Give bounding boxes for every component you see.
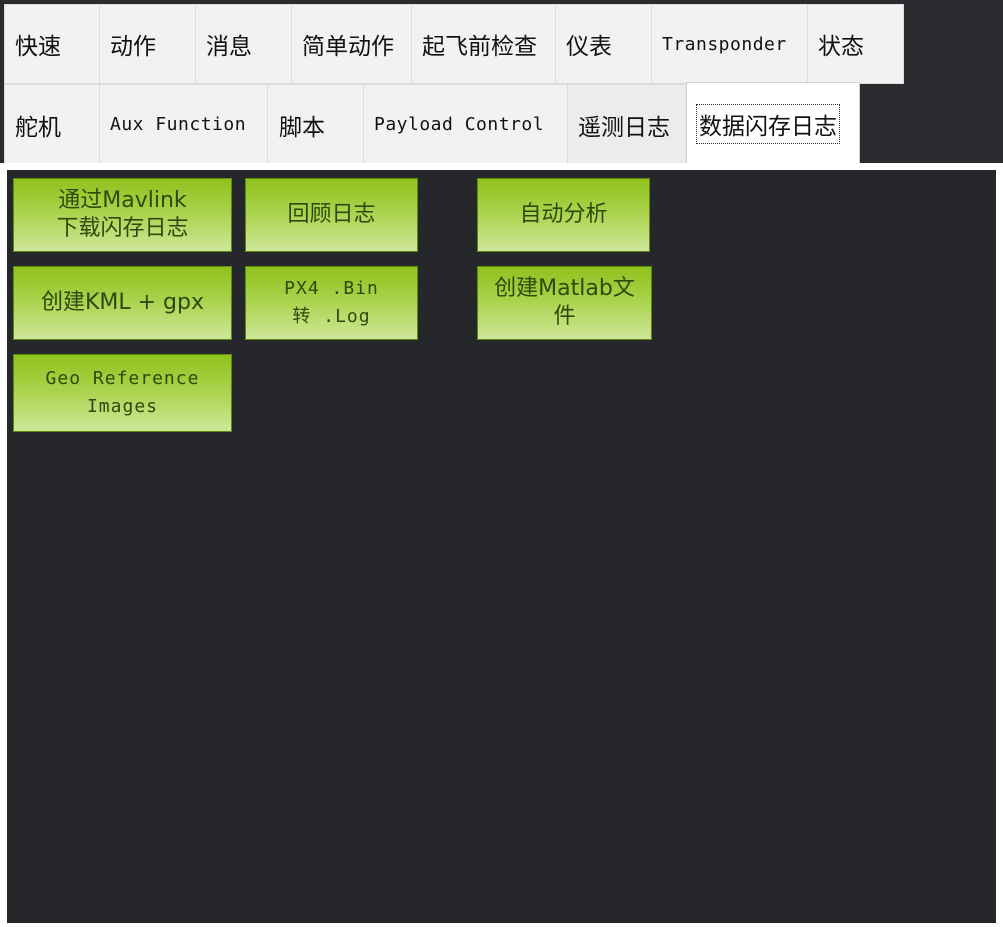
tab-actions-label: 动作: [110, 34, 156, 60]
tab-content-panel: 通过Mavlink 下载闪存日志 回顾日志 自动分析 创建KML + gpx P…: [0, 163, 1003, 927]
tab-simple-actions[interactable]: 简单动作: [291, 4, 412, 84]
tab-servo-label: 舵机: [15, 114, 61, 141]
tab-aux-function[interactable]: Aux Function: [99, 84, 268, 165]
geo-reference-images-label: Geo Reference Images: [46, 365, 200, 421]
tab-aux-function-label: Aux Function: [110, 114, 247, 135]
download-dataflash-label: 通过Mavlink 下载闪存日志: [56, 187, 188, 243]
tab-telemetry-logs-label: 遥测日志: [578, 114, 670, 141]
geo-reference-line1: Geo Reference: [45, 368, 200, 389]
geo-reference-images-button[interactable]: Geo Reference Images: [13, 354, 232, 432]
tab-messages-label: 消息: [206, 34, 252, 60]
download-dataflash-line2: 下载闪存日志: [56, 216, 189, 241]
download-dataflash-via-mavlink-button[interactable]: 通过Mavlink 下载闪存日志: [13, 178, 232, 252]
tab-quick[interactable]: 快速: [4, 4, 100, 84]
tab-messages[interactable]: 消息: [195, 4, 292, 84]
tab-bar: 快速 动作 消息 简单动作 起飞前检查 仪表 Transponder 状态 舵机…: [0, 0, 1003, 165]
tab-status[interactable]: 状态: [807, 4, 904, 84]
tab-actions[interactable]: 动作: [99, 4, 196, 84]
bin-to-log-line2: 转 .Log: [292, 306, 371, 327]
tab-payload-control[interactable]: Payload Control: [363, 84, 568, 165]
create-matlab-line1: 创建Matlab文: [494, 276, 635, 301]
download-dataflash-line1: 通过Mavlink: [58, 188, 187, 213]
dataflash-logs-panel: 通过Mavlink 下载闪存日志 回顾日志 自动分析 创建KML + gpx P…: [7, 170, 996, 923]
bin-to-log-button[interactable]: PX4 .Bin 转 .Log: [245, 266, 418, 340]
create-matlab-line2: 件: [553, 304, 576, 329]
tab-payload-control-label: Payload Control: [374, 114, 545, 135]
tab-gauges[interactable]: 仪表: [555, 4, 652, 84]
create-matlab-file-button[interactable]: 创建Matlab文 件: [477, 266, 652, 340]
geo-reference-line2: Images: [86, 396, 158, 417]
tab-servo[interactable]: 舵机: [4, 84, 100, 165]
tab-transponder-label: Transponder: [662, 33, 787, 55]
tab-preflight[interactable]: 起飞前检查: [411, 4, 556, 84]
review-log-label: 回顾日志: [287, 202, 376, 227]
tab-dataflash-logs-label: 数据闪存日志: [696, 104, 840, 144]
create-kml-gpx-label: 创建KML + gpx: [40, 290, 205, 315]
auto-analysis-label: 自动分析: [519, 202, 608, 227]
create-kml-gpx-button[interactable]: 创建KML + gpx: [13, 266, 232, 340]
review-log-button[interactable]: 回顾日志: [245, 178, 418, 252]
bin-to-log-label: PX4 .Bin 转 .Log: [284, 275, 379, 331]
bin-to-log-line1: PX4 .Bin: [284, 278, 379, 299]
tab-scripts-label: 脚本: [279, 114, 325, 141]
tab-telemetry-logs[interactable]: 遥测日志: [567, 84, 688, 165]
tab-gauges-label: 仪表: [566, 34, 612, 60]
tab-simple-actions-label: 简单动作: [302, 34, 394, 60]
tab-status-label: 状态: [818, 34, 864, 60]
tab-dataflash-logs[interactable]: 数据闪存日志: [686, 82, 860, 165]
tab-preflight-label: 起飞前检查: [422, 34, 537, 60]
auto-analysis-button[interactable]: 自动分析: [477, 178, 650, 252]
tab-scripts[interactable]: 脚本: [267, 84, 364, 165]
tab-transponder[interactable]: Transponder: [651, 4, 808, 84]
create-matlab-file-label: 创建Matlab文 件: [494, 275, 635, 331]
tab-quick-label: 快速: [15, 34, 61, 60]
